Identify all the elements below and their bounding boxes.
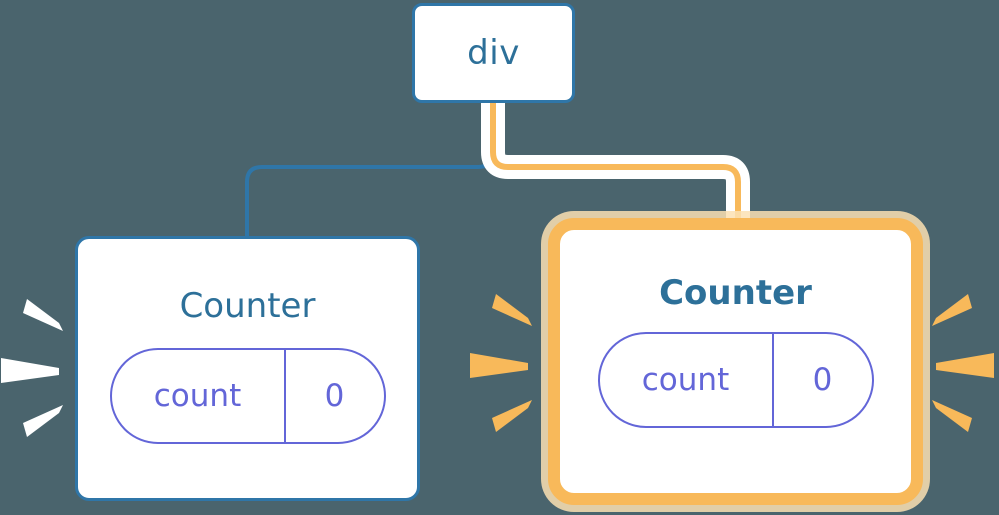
node-div-label: div — [467, 33, 520, 73]
state-pill-right: count 0 — [597, 332, 874, 428]
state-pill-left: count 0 — [109, 348, 386, 444]
edge-div-to-counter-right — [490, 103, 741, 232]
state-key-left: count — [112, 350, 286, 442]
burst-right-icon — [932, 294, 994, 432]
node-counter-left-label: Counter — [179, 286, 316, 326]
state-value-right: 0 — [812, 361, 833, 398]
node-counter-right-label: Counter — [659, 273, 812, 313]
node-counter-left[interactable]: Counter count 0 — [75, 236, 420, 501]
burst-left-icon — [1, 299, 63, 437]
state-value-left: 0 — [324, 377, 345, 414]
state-key-right: count — [600, 334, 774, 426]
edge-div-to-counter-left — [245, 103, 495, 240]
node-div[interactable]: div — [412, 3, 575, 103]
burst-mid-icon — [470, 294, 532, 432]
node-counter-right[interactable]: Counter count 0 — [548, 218, 923, 505]
